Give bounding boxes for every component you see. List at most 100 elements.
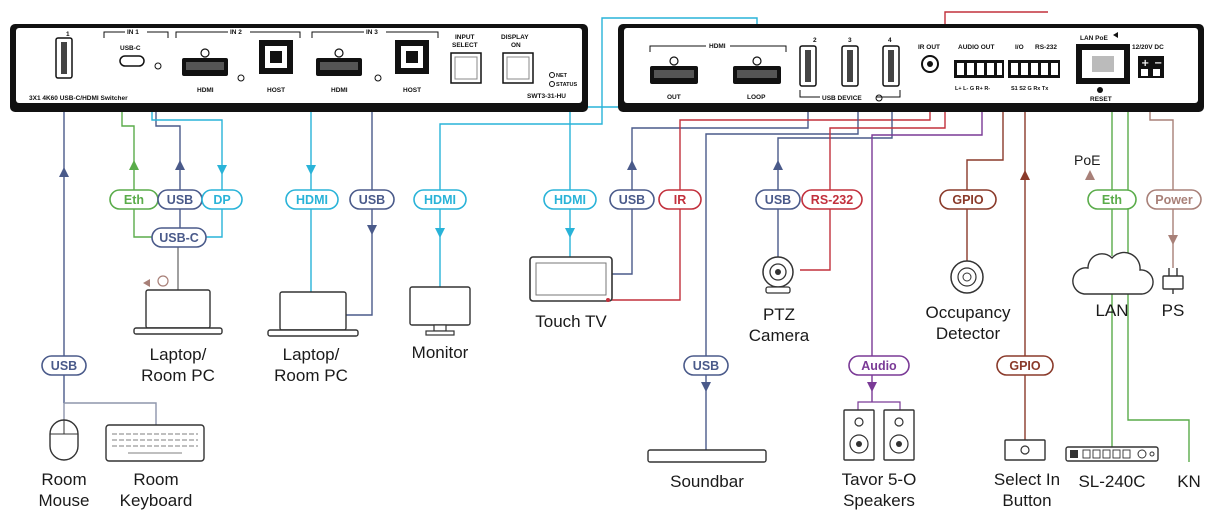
rear-panel-face	[624, 28, 1198, 103]
laptop-room-pc-1: Laptop/ Room PC	[133, 275, 223, 385]
usb-port-2-label: 2	[813, 37, 817, 44]
input-select-label-1: INPUT	[455, 34, 475, 41]
label-eth-lan: Eth	[1102, 193, 1122, 207]
monitor: Monitor	[409, 286, 471, 362]
soundbar: Soundbar	[647, 449, 767, 491]
io-label: I/O	[1015, 44, 1024, 51]
wire-dp-usbc	[151, 90, 223, 238]
room-mouse-label-2: Mouse	[38, 491, 89, 510]
label-usb-touchtv: USB	[619, 193, 645, 207]
sl-240c: SL-240C	[1065, 446, 1159, 491]
ptz-label-1: PTZ	[763, 305, 795, 324]
label-usb-laptop: USB	[167, 193, 193, 207]
label-poe: PoE	[1074, 152, 1100, 168]
arrow-down-icon	[306, 165, 316, 175]
audio-pins-label: L+ L- G R+ R-	[955, 86, 990, 92]
hdmi-label-in3: HDMI	[331, 87, 348, 94]
label-usbc: USB-C	[159, 231, 199, 245]
select-label-2: Button	[1002, 491, 1051, 510]
dc-label: 12/20V DC	[1132, 44, 1164, 51]
sl240c-label: SL-240C	[1078, 472, 1145, 491]
usb-port-4-label: 4	[888, 37, 892, 44]
label-usb-soundbar: USB	[693, 359, 719, 373]
touch-tv-label: Touch TV	[535, 312, 607, 331]
wire-usb-usbc	[155, 90, 181, 237]
tavor-speakers: Tavor 5-O Speakers	[842, 401, 917, 510]
select-in-button: Select In Button	[994, 439, 1060, 510]
label-hdmi-touchtv: HDMI	[554, 193, 586, 207]
arrow-down-icon	[367, 225, 377, 235]
plus-icon: +	[1141, 58, 1149, 69]
wire-audio-speakers	[871, 92, 983, 402]
minus-icon: −	[1154, 58, 1162, 69]
arrow-up-icon	[129, 160, 139, 170]
host-label-in3: HOST	[403, 87, 421, 94]
input-select-button[interactable]	[450, 52, 482, 84]
wire-usb-ptz	[777, 92, 893, 257]
speakers-label-1: Tavor 5-O	[842, 470, 917, 489]
io-pins-label: S1 S2 G Rx Tx	[1011, 86, 1049, 92]
display-on-label-1: DISPLAY	[501, 34, 529, 41]
reset-button[interactable]	[1097, 87, 1103, 93]
occupancy-detector: Occupancy Detector	[925, 260, 1011, 343]
monitor-icon	[409, 286, 471, 326]
laptop1-label-1: Laptop/	[150, 345, 207, 364]
label-ir-touchtv: IR	[674, 193, 687, 207]
arrow-down-icon	[1168, 235, 1178, 245]
input-select-label-2: SELECT	[452, 42, 478, 49]
power-plug-icon	[1162, 275, 1184, 290]
keyboard-icon	[105, 424, 205, 462]
front-panel-face	[16, 28, 582, 103]
cable-labels: USB Eth USB DP USB-C HDMI USB HDMI HDMI …	[41, 152, 1202, 376]
arrow-down-icon	[565, 228, 575, 238]
cloud-icon	[1072, 251, 1154, 295]
display-on-label-2: ON	[511, 42, 521, 49]
charging-icon	[157, 275, 169, 287]
status-label: STATUS	[556, 82, 578, 88]
screw-icon	[669, 56, 679, 66]
wire-eth-usbc	[121, 90, 158, 238]
in2-label: IN 2	[230, 29, 242, 36]
lan-poe-label: LAN PoE	[1080, 35, 1108, 42]
soundbar-label: Soundbar	[670, 472, 744, 491]
usbc-port	[119, 55, 145, 67]
out-label: OUT	[667, 94, 681, 101]
laptop-room-pc-2: Laptop/ Room PC	[267, 291, 359, 385]
control-keypad-icon	[1065, 446, 1159, 462]
lan-cloud: LAN	[1072, 251, 1154, 320]
screw-icon	[334, 48, 344, 58]
wire-hdmi-touchtv	[569, 90, 671, 257]
net-led-icon	[549, 72, 555, 78]
port-1-label: 1	[66, 31, 70, 38]
room-mouse: Room Mouse	[38, 419, 90, 510]
label-rs232-ptz: RS-232	[811, 193, 853, 207]
label-audio-speakers: Audio	[861, 359, 897, 373]
wire-usb-touchtv	[612, 92, 809, 275]
push-button-icon	[1004, 439, 1046, 461]
room-mouse-label-1: Room	[41, 470, 86, 489]
in1-label: IN 1	[127, 29, 139, 36]
select-label-1: Select In	[994, 470, 1060, 489]
display-on-button[interactable]	[502, 52, 534, 84]
arrow-icons	[59, 160, 1178, 392]
room-keyboard-label-1: Room	[133, 470, 178, 489]
ir-sensor-icon	[606, 298, 610, 302]
arrow-up-icon	[627, 160, 637, 170]
speakers-label-2: Speakers	[843, 491, 915, 510]
switcher-front-panel: 1 IN 1 USB-C IN 2 HDMI HOST IN 3 HDMI	[10, 24, 588, 112]
laptop-icon	[279, 291, 347, 331]
power-led-icon	[154, 62, 162, 70]
label-power-ps: Power	[1155, 193, 1193, 207]
net-label: NET	[556, 73, 568, 79]
room-keyboard-label-2: Keyboard	[120, 491, 193, 510]
screw-icon	[752, 56, 762, 66]
ptz-label-2: Camera	[749, 326, 810, 345]
wire-usb-soundbar	[705, 92, 859, 450]
ps-label: PS	[1162, 301, 1185, 320]
label-gpio-occupancy: GPIO	[952, 193, 984, 207]
arrow-down-icon	[217, 165, 227, 175]
occupancy-label-2: Detector	[936, 324, 1001, 343]
power-icon	[875, 94, 883, 102]
laptop2-label-1: Laptop/	[283, 345, 340, 364]
